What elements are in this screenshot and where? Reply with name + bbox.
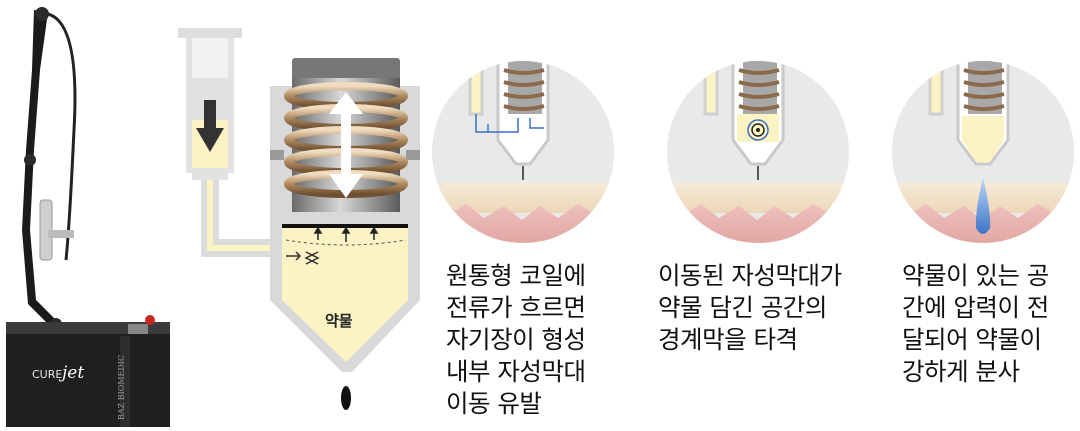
step-1-illustration <box>432 61 614 243</box>
caption-line: 달되어 약물이 <box>902 325 1042 354</box>
step-3-caption: 약물이 있는 공 간에 압력이 전 달되어 약물이 강하게 분사 <box>902 260 1049 388</box>
drug-label: 약물 <box>325 312 353 330</box>
caption-line: 약물이 있는 공 <box>902 261 1049 290</box>
step-2-illustration <box>667 61 849 243</box>
drug-jet <box>975 178 991 234</box>
device-brand-accent: jet <box>58 363 84 383</box>
step-1-caption: 원통형 코일에 전류가 흐르면 자기장이 형성 내부 자성막대 이동 유발 <box>446 260 586 420</box>
down-arrow-icon <box>196 128 224 152</box>
caption-line: 이동 유발 <box>446 389 542 418</box>
caption-line: 강하게 분사 <box>902 357 1020 386</box>
caption-line: 자기장이 형성 <box>446 325 586 354</box>
device-illustration: CURE jet BAZ BIOMEDIC <box>6 7 170 427</box>
device-maker-text: BAZ BIOMEDIC <box>117 355 126 420</box>
double-arrow-icon <box>329 92 363 198</box>
drug-chamber <box>282 228 408 362</box>
caption-line: 이동된 자성막대가 <box>658 261 842 290</box>
caption-line: 전류가 흐르면 <box>446 293 586 322</box>
step-2-caption: 이동된 자성막대가 약물 담긴 공간의 경계막을 타격 <box>658 260 842 356</box>
caption-line: 경계막을 타격 <box>658 325 798 354</box>
jet-droplet <box>341 386 351 410</box>
caption-line: 간에 압력이 전 <box>902 293 1049 322</box>
pressure-arrows <box>313 226 379 242</box>
caption-line: 내부 자성막대 <box>446 357 586 386</box>
membrane-line <box>282 224 408 228</box>
syringe <box>178 28 286 257</box>
step-3-illustration <box>892 61 1074 243</box>
caption-line: 원통형 코일에 <box>446 261 586 290</box>
caption-line: 약물 담긴 공간의 <box>658 293 827 322</box>
main-cross-section <box>178 28 420 410</box>
device-brand-text: CURE <box>32 368 62 381</box>
